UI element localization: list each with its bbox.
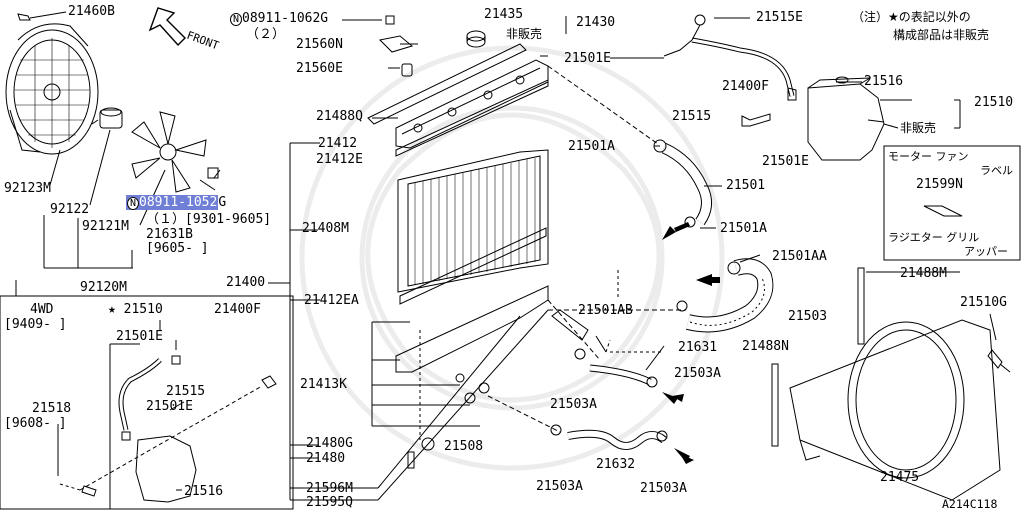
part-qty-08911-1062g: （２） [246,27,286,42]
not-sold-label-2: 非販売 [900,121,937,135]
reservoir-tank-drawing [807,76,885,161]
radiator-shroud-drawing [789,319,1001,501]
part-label-21510g[interactable]: 21510G [960,295,1007,310]
fan-motor-drawing [91,107,123,129]
part-label-92121m[interactable]: 92121M [82,219,129,234]
bracket-21560n-drawing [378,35,414,53]
grommet-21560e-drawing [401,63,413,77]
part-label-21480g[interactable]: 21480G [306,436,353,451]
part-label-21488q[interactable]: 21488Q [316,109,363,124]
part-label-21510[interactable]: 21510 [974,95,1014,110]
inset-part-label-21510[interactable]: ★ 21510 [108,302,163,317]
grille-upper-text-b: アッパー [964,245,1008,258]
rod-21488n-drawing [771,363,779,447]
part-label-92123m[interactable]: 92123M [4,181,51,196]
upper-hose-drawing [653,139,712,228]
part-label-21475[interactable]: 21475 [880,470,920,485]
part-label-21632[interactable]: 21632 [596,457,636,472]
part-label-21596m[interactable]: 21596M [306,481,353,496]
part-label-92122[interactable]: 92122 [50,202,90,217]
seal-21488q-drawing [367,43,527,125]
part-label-21400f-top[interactable]: 21400F [722,79,769,94]
inset-title: 4WD [30,302,54,317]
part-label-21430[interactable]: 21430 [576,15,616,30]
front-arrow-icon [148,7,186,47]
note-line-2: 構成部品は非販売 [893,28,990,42]
inset-part-label-21515[interactable]: 21515 [166,384,206,399]
part-label-21501e-top[interactable]: 21501E [564,51,611,66]
inset-part-label-21400f[interactable]: 21400F [214,302,261,317]
radiator-core-drawing [397,149,549,293]
part-label-21515e[interactable]: 21515E [756,10,803,25]
part-label-21516[interactable]: 21516 [864,74,904,89]
part-label-21400[interactable]: 21400 [226,275,266,290]
lower-tank-drawing [395,285,549,373]
part-label-21480[interactable]: 21480 [306,451,346,466]
part-label-21501aa[interactable]: 21501AA [772,249,827,264]
rod-21488m-drawing [857,267,865,345]
part-label-21508[interactable]: 21508 [444,439,484,454]
watermark-emblem [299,45,725,471]
grille-upper-text-a: ラジエター グリル [888,231,980,244]
inset-part-label-21516[interactable]: 21516 [184,484,224,499]
part-label-21501ab[interactable]: 21501AB [578,303,633,318]
part-label-21501e-tank[interactable]: 21501E [762,154,809,169]
part-dates-08911-1052g: （１）[9301-9605] [146,212,272,227]
part-label-21460b[interactable]: 21460B [68,4,115,19]
not-sold-label-1: 非販売 [506,27,543,41]
part-label-21488m[interactable]: 21488M [900,266,947,281]
part-label-21412ea[interactable]: 21412EA [304,293,359,308]
drain-plug-drawing [407,451,415,469]
part-label-21631b[interactable]: 21631B [146,227,193,242]
gasket-21412ea-drawing [399,227,547,305]
part-label-21435[interactable]: 21435 [484,7,524,22]
motor-fan-label-text-b: ラベル [980,164,1013,177]
part-label-21412e[interactable]: 21412E [316,152,363,167]
part-label-21501[interactable]: 21501 [726,178,766,193]
part-label-21413k[interactable]: 21413K [300,377,347,392]
part-dates-21631b: [9605- ] [146,241,209,256]
inset-part-label-21501e-1[interactable]: 21501E [116,329,163,344]
arrow-icons [662,222,720,464]
part-label-21503a-4[interactable]: 21503A [640,481,687,496]
part-label-21515[interactable]: 21515 [672,109,712,124]
part-label-21408m[interactable]: 21408M [302,221,349,236]
inset-reservoir-drawing [57,320,277,510]
label-box-border [883,145,1021,261]
part-label-21501a-2[interactable]: 21501A [720,221,767,236]
part-label-21488n[interactable]: 21488N [742,339,789,354]
part-label-21631[interactable]: 21631 [678,340,718,355]
part-label-21501a-1[interactable]: 21501A [568,139,615,154]
screw-21460b-drawing [17,11,67,21]
part-label-21503a-3[interactable]: 21503A [536,479,583,494]
star-icon: ★ [108,302,116,317]
part-label-21503[interactable]: 21503 [788,309,828,324]
part-label-21560e[interactable]: 21560E [296,61,343,76]
upper-tank-drawing [395,59,549,149]
diagram-id: A214C118 [942,497,998,511]
inset-part-label-21518[interactable]: 21518 [32,401,72,416]
fan-shroud-drawing [5,23,99,155]
fan-blade-drawing [131,111,216,193]
part-label-21599n[interactable]: 21599N [916,177,963,192]
part-label-21412[interactable]: 21412 [318,136,358,151]
inset-dates: [9409- ] [4,317,67,332]
radiator-cap-drawing [466,30,486,48]
note-line-1: （注）★の表記以外の [852,10,971,24]
part-label-21560n[interactable]: 21560N [296,37,343,52]
part-label-21595q[interactable]: 21595Q [306,495,353,510]
inset-part-label-21501e-2[interactable]: 21501E [146,399,193,414]
motor-fan-label-text-a: モーター ファン [888,150,969,163]
part-label-21503a-2[interactable]: 21503A [550,397,597,412]
part-label-21503a-1[interactable]: 21503A [674,366,721,381]
inset-dates-21518: [9608- ] [4,416,67,431]
part-label-92120m[interactable]: 92120M [80,280,127,295]
